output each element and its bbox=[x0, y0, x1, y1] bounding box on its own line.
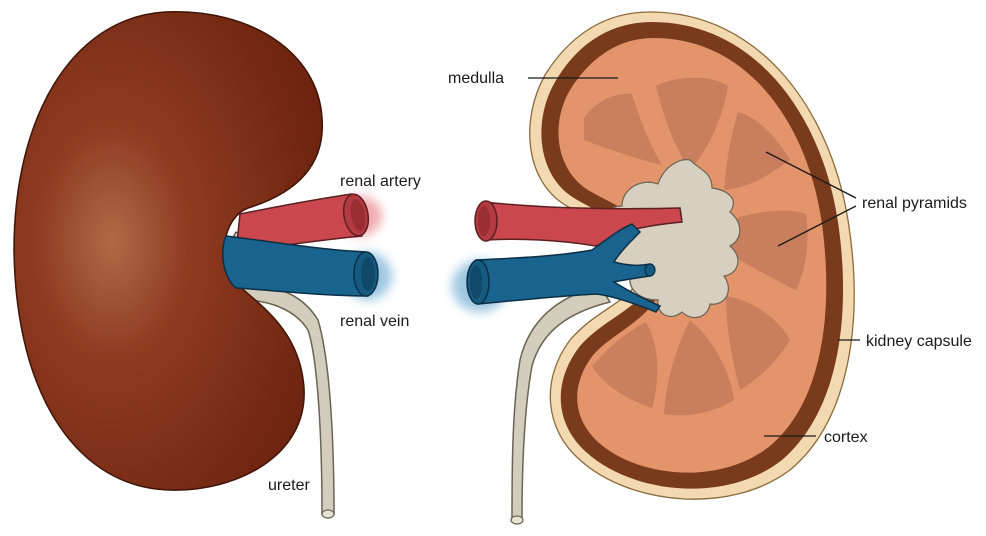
label-ureter: ureter bbox=[268, 477, 310, 494]
label-renal-pyramids: renal pyramids bbox=[862, 195, 967, 212]
label-cortex: cortex bbox=[824, 429, 868, 446]
label-renal-artery: renal artery bbox=[340, 173, 421, 190]
external-kidney bbox=[14, 12, 392, 518]
label-kidney-capsule: kidney capsule bbox=[866, 333, 972, 350]
label-medulla: medulla bbox=[448, 70, 504, 87]
renal-vein-left bbox=[223, 236, 368, 296]
ureter-right-end bbox=[511, 516, 523, 524]
label-renal-vein: renal vein bbox=[340, 313, 409, 330]
ureter-left-end bbox=[322, 510, 334, 518]
sectioned-kidney bbox=[452, 12, 854, 524]
